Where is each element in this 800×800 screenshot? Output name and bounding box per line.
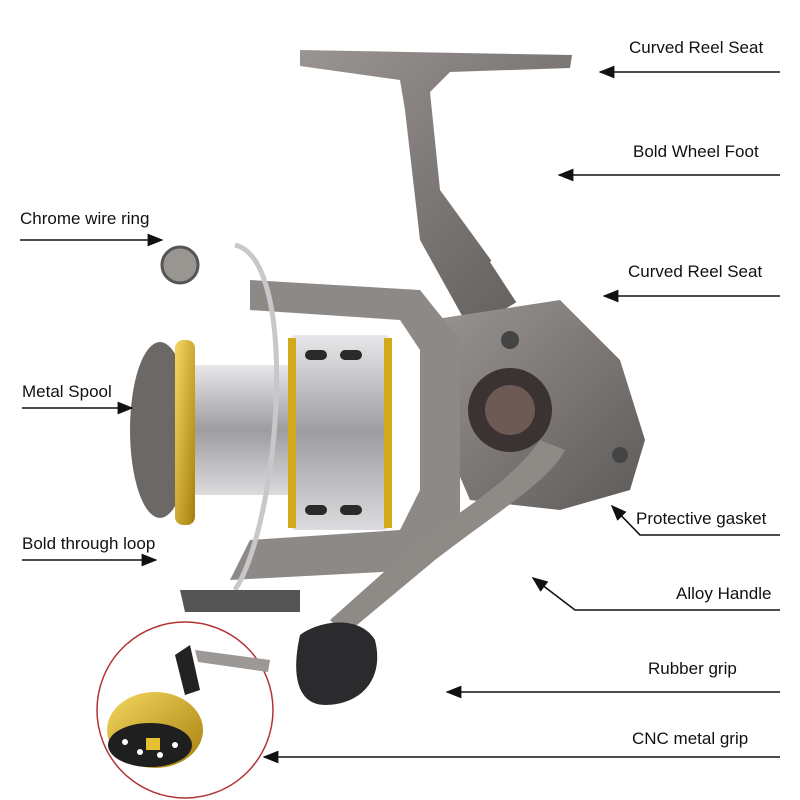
label-curved-reel-seat-mid: Curved Reel Seat	[628, 262, 763, 281]
callout-arrows	[20, 65, 780, 764]
label-bold-wheel-foot: Bold Wheel Foot	[633, 142, 759, 161]
cnc-grip-inset	[96, 621, 274, 799]
label-bold-through-loop: Bold through loop	[22, 534, 156, 553]
rubber-grip	[296, 622, 378, 705]
reel-seat	[300, 50, 572, 330]
chrome-wire-ring	[160, 242, 300, 612]
label-alloy-handle: Alloy Handle	[676, 584, 772, 603]
label-cnc-metal-grip: CNC metal grip	[632, 729, 749, 748]
label-rubber-grip: Rubber grip	[648, 659, 737, 678]
label-chrome-wire-ring: Chrome wire ring	[20, 209, 150, 228]
label-metal-spool: Metal Spool	[22, 382, 112, 401]
alloy-handle	[296, 440, 565, 705]
label-protective-gasket: Protective gasket	[636, 509, 767, 528]
label-curved-reel-seat-top: Curved Reel Seat	[629, 38, 764, 57]
metal-spool	[130, 335, 392, 530]
